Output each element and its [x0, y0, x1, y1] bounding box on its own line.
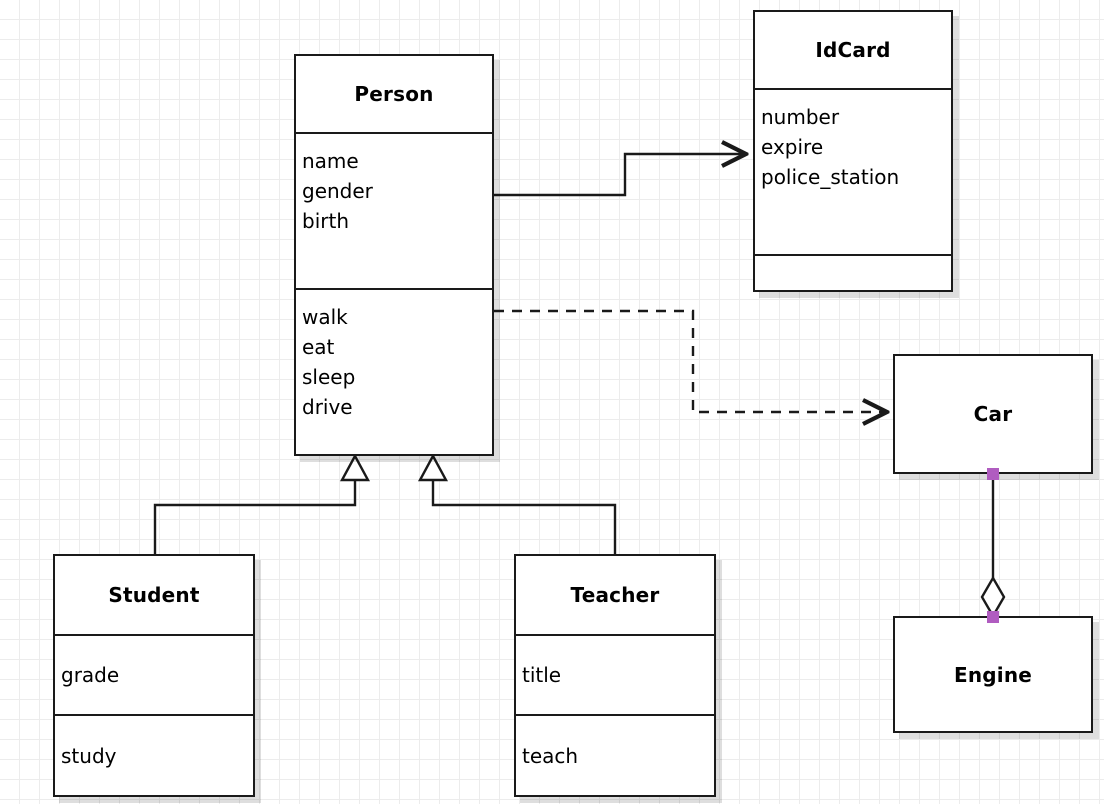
class-title-engine: Engine: [953, 662, 1033, 687]
class-box-student[interactable]: Student grade study: [53, 554, 255, 797]
class-box-car[interactable]: Car: [893, 354, 1093, 474]
class-operations-idcard: [755, 254, 951, 290]
class-title-teacher: Teacher: [570, 583, 660, 607]
class-attributes-student: grade: [55, 634, 253, 714]
operation: sleep: [302, 365, 356, 389]
generalization-triangle-teacher: [417, 453, 449, 482]
class-attributes-person: name gender birth: [296, 132, 492, 288]
connector-person-car[interactable]: [494, 309, 887, 412]
attribute: number: [761, 105, 840, 129]
class-title-car: Car: [973, 402, 1013, 426]
attribute: title: [522, 663, 562, 687]
connection-handle-car[interactable]: [987, 468, 999, 480]
attribute: police_station: [761, 165, 900, 189]
connector-student-person[interactable]: [153, 453, 371, 554]
operation: eat: [302, 335, 335, 359]
class-operations-person: walk eat sleep drive: [296, 288, 492, 454]
connector-car-engine[interactable]: [980, 474, 1006, 619]
class-operations-teacher: teach: [516, 714, 714, 795]
operation: study: [61, 743, 117, 768]
operation: walk: [302, 305, 348, 329]
attribute: birth: [302, 209, 349, 233]
attribute: name: [302, 149, 359, 173]
class-box-idcard[interactable]: IdCard number expire police_station: [753, 10, 953, 292]
class-operations-student: study: [55, 714, 253, 795]
attribute: grade: [61, 663, 120, 687]
connector-teacher-person[interactable]: [417, 453, 617, 554]
class-box-person[interactable]: Person name gender birth walk eat sleep …: [294, 54, 494, 456]
class-attributes-teacher: title: [516, 634, 714, 714]
connector-person-idcard[interactable]: [494, 154, 746, 197]
class-box-engine[interactable]: Engine: [893, 616, 1093, 733]
operation: teach: [522, 743, 579, 768]
class-title-student: Student: [108, 583, 200, 607]
attribute: expire: [761, 135, 824, 159]
operation: drive: [302, 395, 353, 419]
class-title-idcard: IdCard: [815, 38, 891, 62]
attribute: gender: [302, 179, 373, 203]
connection-handle-engine[interactable]: [987, 611, 999, 623]
class-box-teacher[interactable]: Teacher title teach: [514, 554, 716, 797]
class-attributes-idcard: number expire police_station: [755, 88, 951, 254]
generalization-triangle-student: [339, 453, 371, 482]
class-title-person: Person: [354, 82, 434, 106]
